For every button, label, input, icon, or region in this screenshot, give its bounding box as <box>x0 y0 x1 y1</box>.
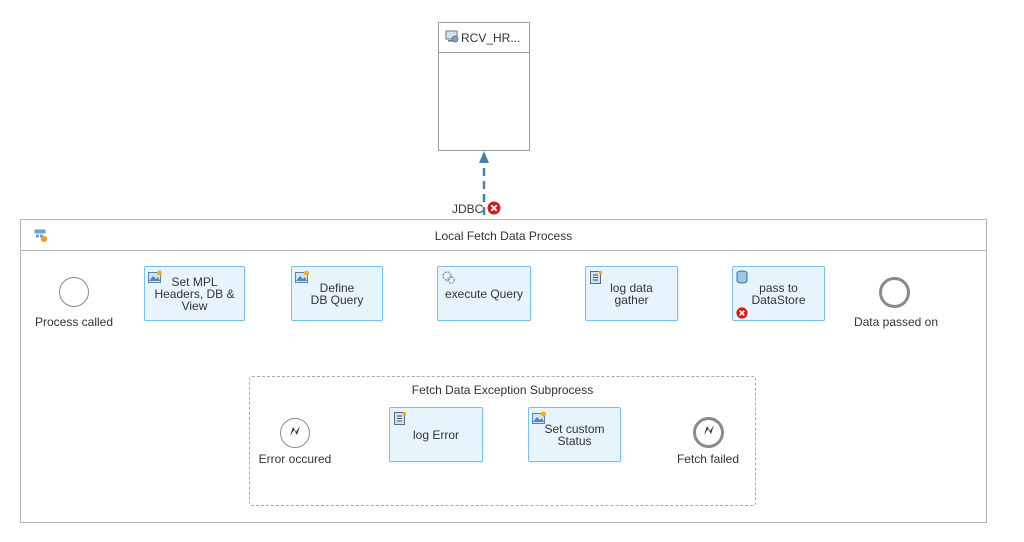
start-event-label: Process called <box>34 315 114 329</box>
end-event-label: Data passed on <box>853 315 939 329</box>
pool-header: Local Fetch Data Process <box>21 220 986 251</box>
content-modifier-icon <box>148 270 163 286</box>
task-execute-query[interactable]: execute Query <box>437 266 531 321</box>
error-start-label: Error occured <box>258 452 332 466</box>
exception-subprocess[interactable]: Fetch Data Exception Subprocess <box>249 376 756 506</box>
receiver-icon <box>445 30 461 46</box>
lightning-icon <box>702 423 716 442</box>
error-end-event[interactable] <box>693 417 724 448</box>
start-event[interactable] <box>59 277 89 307</box>
task-define-db-query[interactable]: Define DB Query <box>291 266 383 321</box>
receiver-name: RCV_HR... <box>461 30 521 45</box>
receiver-participant[interactable]: RCV_HR... <box>438 22 530 151</box>
error-icon <box>487 201 501 220</box>
integration-process-icon <box>34 229 48 248</box>
end-event[interactable] <box>879 277 910 308</box>
content-modifier-icon <box>295 270 310 286</box>
error-icon <box>736 307 748 321</box>
task-set-custom-status[interactable]: Set custom Status <box>528 407 621 462</box>
error-end-label: Fetch failed <box>676 452 740 466</box>
request-reply-icon <box>441 270 456 287</box>
content-modifier-icon <box>532 411 547 427</box>
script-icon <box>589 270 603 287</box>
task-pass-to-datastore[interactable]: pass to DataStore <box>732 266 825 321</box>
error-start-event[interactable] <box>280 418 310 448</box>
script-icon <box>393 411 407 428</box>
task-log-error[interactable]: log Error <box>389 407 483 462</box>
subprocess-title: Fetch Data Exception Subprocess <box>411 383 594 397</box>
task-log-data-gather[interactable]: log data gather <box>585 266 678 321</box>
pool-title: Local Fetch Data Process <box>434 229 573 243</box>
task-set-mpl-headers[interactable]: Set MPL Headers, DB & View <box>144 266 245 321</box>
lightning-icon <box>288 424 302 443</box>
jdbc-channel-label[interactable]: JDBC <box>452 202 484 216</box>
datastore-icon <box>736 270 748 286</box>
